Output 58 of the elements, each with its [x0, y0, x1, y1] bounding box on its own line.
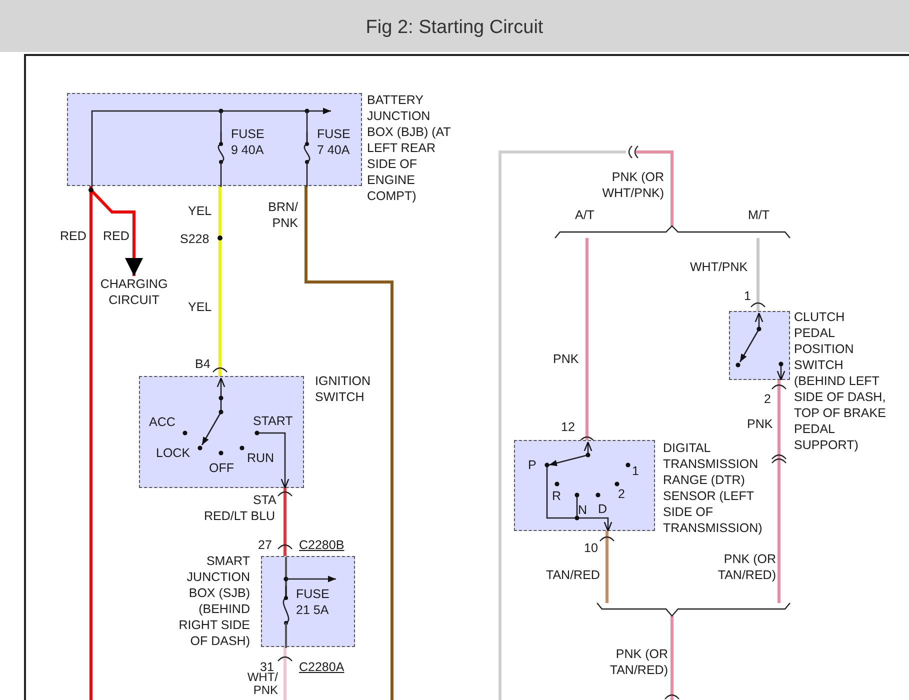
wire-color-label: BRN/ PNK [267, 199, 298, 231]
wire [586, 238, 588, 440]
wire-color-label: PNK [553, 351, 579, 367]
wire [756, 238, 760, 311]
connector-label: C2280B [299, 537, 344, 553]
pin-label: 10 [584, 540, 598, 556]
wire-color-label: PNK [747, 416, 773, 432]
component-label: SMART JUNCTION BOX (SJB) (BEHIND RIGHT SIDE OF DASH) [178, 553, 250, 649]
option-label: M/T [748, 207, 770, 223]
wire-color-label: YEL [188, 203, 212, 219]
pin-label: 27 [258, 537, 272, 553]
fuse-label: FUSE 21 5A [296, 586, 330, 618]
switch-position-label: 1 [632, 463, 640, 479]
component-label: DIGITAL TRANSMISSION RANGE (DTR) SENSOR (LEFT SIDE OF TRANSMISSION) [663, 440, 764, 536]
switch-position-label: LOCK [156, 445, 192, 461]
fuse-label: FUSE 7 40A [317, 126, 350, 158]
wire-color-label: RED [60, 228, 86, 244]
wire [304, 186, 394, 700]
wire [218, 186, 222, 376]
wire-color-label: RED [103, 228, 130, 244]
wire [670, 616, 674, 700]
switch-position-label: RUN [247, 450, 276, 466]
wire-color-label: WHT/ PNK [246, 671, 278, 697]
pin-label: 12 [561, 419, 575, 435]
switch-position-label: R [552, 488, 562, 504]
wire-color-label: PNK (OR TAN/RED) [608, 646, 668, 678]
component-label: IGNITION SWITCH [315, 373, 372, 405]
switch-position-label: N [578, 502, 588, 518]
wire-color-label: PNK (OR TAN/RED) [716, 551, 776, 583]
switch-position-label: START [253, 413, 294, 429]
pin-label: STA [253, 492, 276, 508]
wire-color-label: PNK (OR WHT/PNK) [601, 169, 664, 201]
splice-label: S228 [180, 231, 210, 247]
pin-label: B4 [195, 356, 210, 372]
switch-position-label: ACC [149, 414, 176, 430]
diagram-title: Fig 2: Starting Circuit [364, 17, 544, 39]
wire [606, 531, 608, 603]
wire-color-label: YEL [188, 299, 212, 315]
switch-position-label: OFF [209, 460, 235, 476]
component-label: CLUTCH PEDAL POSITION SWITCH (BEHIND LEFT SIDE OF DASH, TOP OF BRAKE PEDAL SUPPORT) [794, 309, 886, 453]
wire [284, 488, 286, 556]
wire [778, 380, 780, 603]
wire [284, 647, 286, 700]
switch-position-label: D [598, 501, 608, 517]
wire [636, 150, 674, 226]
connection-label: CHARGING CIRCUIT [99, 276, 169, 308]
connector-label: C2280A [299, 659, 344, 675]
fuse-label: FUSE 9 40A [231, 126, 264, 158]
option-label: A/T [575, 207, 594, 223]
switch-position-label: P [528, 457, 538, 473]
wire-color-label: RED/LT BLU [204, 508, 276, 524]
wire-color-label: TAN/RED [546, 567, 600, 583]
component-label: BATTERY JUNCTION BOX (BJB) (AT LEFT REAR SIDE OF ENGINE COMPT) [367, 92, 452, 204]
wire-color-label: WHT/PNK [690, 259, 748, 275]
switch-position-label: 2 [618, 486, 626, 502]
pin-label: 31 [260, 659, 274, 674]
pin-label: 2 [764, 391, 771, 407]
pin-label: 1 [744, 288, 751, 304]
